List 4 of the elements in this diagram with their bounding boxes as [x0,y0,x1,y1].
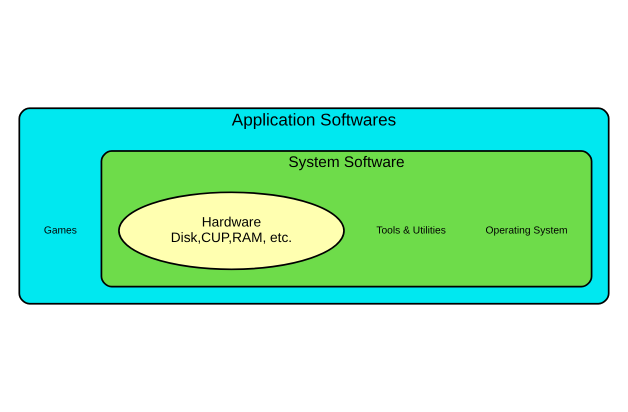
label: Games [44,225,77,236]
label: Operating System [486,225,568,236]
label: Tools & Utilities [376,225,446,236]
node-ellipse: Hardware Disk,CUP,RAM, etc. [118,191,345,270]
